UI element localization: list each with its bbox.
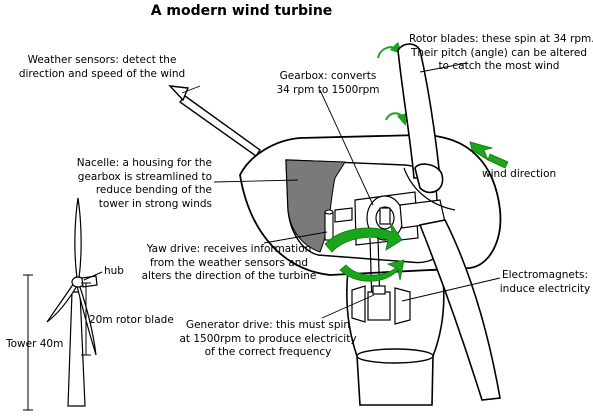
electromagnets-label: Electromagnets: induce electricity xyxy=(498,269,592,296)
yaw-drive-label: Yaw drive: receives information from the… xyxy=(141,243,317,284)
small-turbine xyxy=(47,198,97,406)
wind-direction-label: wind direction xyxy=(482,168,556,182)
spin-arrow-icon xyxy=(378,47,398,58)
hub-label: hub xyxy=(104,265,124,279)
yaw-drive-pin xyxy=(325,210,333,240)
gearbox-label: Gearbox: converts 34 rpm to 1500rpm xyxy=(272,70,384,97)
weather-sensor xyxy=(170,86,260,156)
nacelle-label: Nacelle: a housing for the gearbox is st… xyxy=(60,157,212,211)
weather-sensors-label: Weather sensors: detect the direction an… xyxy=(14,54,190,81)
rotor-blade-length-label: 20m rotor blade xyxy=(89,314,174,328)
rotor-blades-label: Rotor blades: these spin at 34 rpm. Thei… xyxy=(409,33,589,74)
tower-joint xyxy=(357,349,433,363)
tower-height-label: Tower 40m xyxy=(6,338,63,352)
diagram-title: A modern wind turbine xyxy=(0,3,483,19)
generator-drive-label: Generator drive: this must spin at 1500r… xyxy=(175,319,361,360)
spin-arrow-icon xyxy=(386,113,404,120)
